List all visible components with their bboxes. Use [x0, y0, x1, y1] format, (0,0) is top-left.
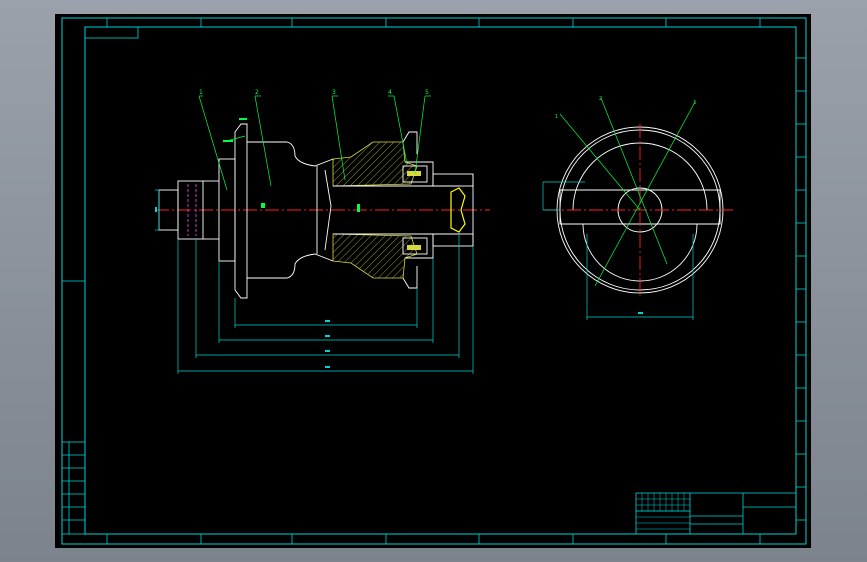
side-dim-mark [638, 312, 643, 314]
hidden-lines [187, 184, 197, 236]
side-view-labels: 1 2 3 [555, 96, 696, 120]
side-label-2: 2 [599, 96, 602, 102]
left-revision-table [61, 441, 86, 535]
dimension-text-marks [155, 207, 330, 368]
dimension-lines [155, 189, 474, 374]
inner-frame [84, 26, 797, 535]
side-label-1: 1 [555, 114, 558, 120]
balloon-4: 4 [388, 89, 392, 96]
outer-frame [61, 17, 807, 545]
balloon-leaders [198, 95, 431, 191]
washer-upper [407, 171, 421, 176]
side-dimensions [542, 181, 694, 320]
washer-lower [407, 245, 421, 250]
hatched-section-lower [332, 233, 418, 279]
title-block-grid [636, 493, 690, 530]
side-centerlines [545, 124, 733, 296]
shaft-outline [158, 123, 474, 299]
side-arc-upper [572, 142, 708, 211]
side-label-3: 3 [693, 100, 696, 106]
small-notes [223, 118, 360, 212]
balloon-5: 5 [425, 89, 429, 96]
threaded-end [450, 187, 466, 233]
top-left-box [84, 26, 139, 39]
side-leaders [559, 97, 696, 287]
cad-drawing: 1 2 3 4 5 [61, 17, 807, 545]
balloon-2: 2 [255, 89, 259, 96]
balloon-labels: 1 2 3 4 5 [199, 89, 429, 96]
drawing-sheet: 1 2 3 4 5 [55, 14, 811, 548]
balloon-3: 3 [332, 89, 336, 96]
zone-ticks [106, 18, 806, 544]
side-slot [559, 189, 721, 225]
balloon-1: 1 [199, 89, 203, 96]
